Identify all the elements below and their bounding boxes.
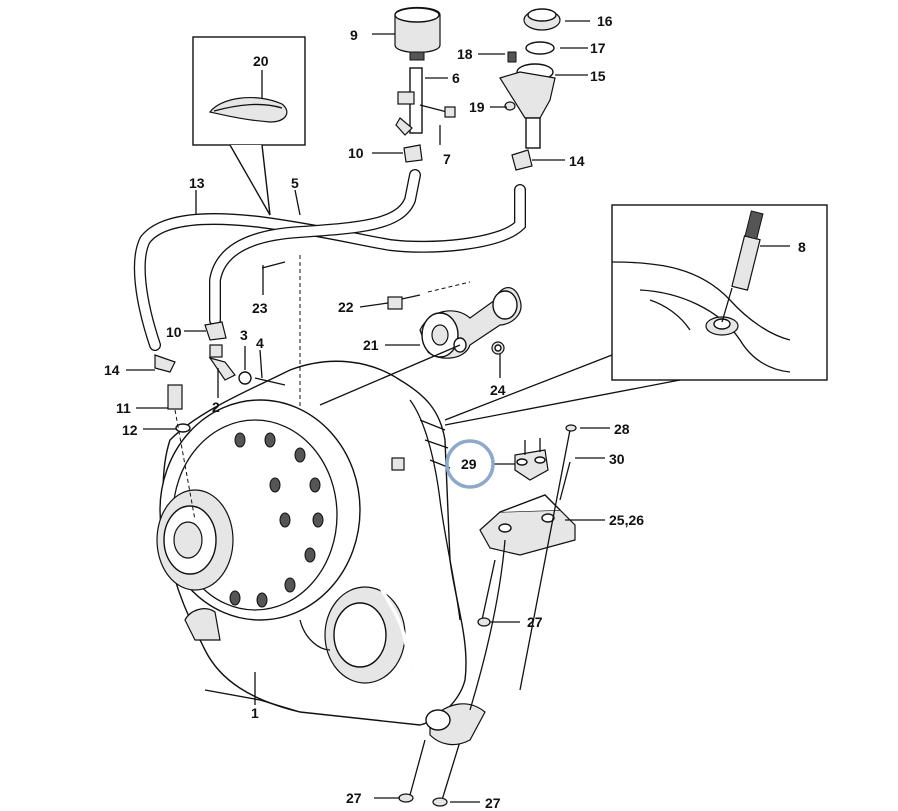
label-28[interactable]: 28	[614, 421, 630, 437]
highlight-circle[interactable]	[445, 439, 495, 489]
label-30[interactable]: 30	[609, 451, 625, 467]
breather-filter	[394, 6, 456, 163]
label-7[interactable]: 7	[443, 151, 451, 167]
label-27a[interactable]: 27	[527, 614, 543, 630]
filler-assembly	[499, 8, 561, 171]
label-11[interactable]: 11	[116, 400, 131, 416]
label-15[interactable]: 15	[590, 68, 606, 84]
label-16[interactable]: 16	[597, 13, 613, 29]
gearbox-housing	[156, 360, 467, 726]
label-27c[interactable]: 27	[485, 795, 501, 811]
label-19[interactable]: 19	[469, 99, 485, 115]
label-12[interactable]: 12	[122, 422, 138, 438]
label-10a[interactable]: 10	[348, 145, 364, 161]
label-17[interactable]: 17	[590, 40, 606, 56]
label-14a[interactable]: 14	[569, 153, 585, 169]
label-9[interactable]: 9	[350, 27, 358, 43]
left-fittings	[154, 321, 286, 521]
mount-bracket	[398, 424, 577, 807]
label-24[interactable]: 24	[490, 382, 506, 398]
label-14b[interactable]: 14	[104, 362, 120, 378]
label-25-26[interactable]: 25,26	[609, 512, 644, 528]
label-18[interactable]: 18	[457, 46, 473, 62]
breather-hoses	[133, 169, 526, 410]
label-4[interactable]: 4	[256, 335, 264, 351]
label-20[interactable]: 20	[253, 53, 269, 69]
label-3[interactable]: 3	[240, 327, 248, 343]
label-27b[interactable]: 27	[346, 790, 362, 806]
mount-bushings	[319, 281, 522, 406]
label-21[interactable]: 21	[363, 337, 379, 353]
part-labels: 1 2 3 4 5 6 7 8 9 10 10 11 12 13 14 14 1…	[104, 13, 806, 811]
label-5[interactable]: 5	[291, 175, 299, 191]
inset-sensor	[444, 204, 828, 426]
label-8[interactable]: 8	[798, 239, 806, 255]
inset-cable-tie	[192, 36, 306, 216]
bolt-holes	[229, 432, 324, 608]
label-2[interactable]: 2	[212, 399, 220, 415]
label-1[interactable]: 1	[251, 705, 259, 721]
label-6[interactable]: 6	[452, 70, 460, 86]
label-22[interactable]: 22	[338, 299, 354, 315]
label-29[interactable]: 29	[461, 456, 477, 472]
label-23[interactable]: 23	[252, 300, 268, 316]
label-10b[interactable]: 10	[166, 324, 182, 340]
label-13[interactable]: 13	[189, 175, 205, 191]
leader-lines	[126, 20, 790, 803]
